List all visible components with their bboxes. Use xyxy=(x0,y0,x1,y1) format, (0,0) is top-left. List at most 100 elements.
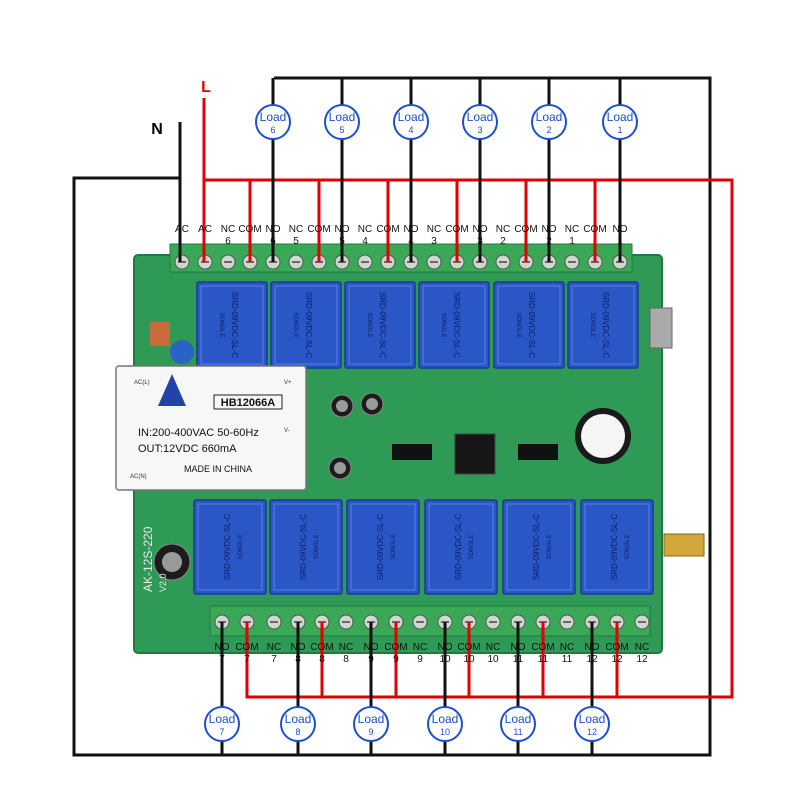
load-number: 12 xyxy=(587,727,597,737)
module-model-box xyxy=(213,394,283,410)
antenna-connector xyxy=(663,533,705,557)
bottom-terminal-num: 9 xyxy=(417,654,423,665)
bottom-terminal-name: COM xyxy=(531,642,554,653)
bottom-terminal-name: COM xyxy=(235,642,258,653)
load-number: 3 xyxy=(477,125,482,135)
module-output-spec: OUT:12VDC 660mA xyxy=(138,443,237,455)
top-terminal-name: COM xyxy=(307,224,330,235)
top-terminal-num: 3 xyxy=(431,236,437,247)
top-terminal-num: 1 xyxy=(569,236,575,247)
bottom-terminal-num: 11 xyxy=(562,654,573,665)
top-terminal-num: 4 xyxy=(408,236,414,247)
bottom-terminal-name: NO xyxy=(585,642,600,653)
relay: SRD-09VDC-SL-C SONGLE xyxy=(580,499,654,595)
relay-part-label: SRD-09VDC-SL-C xyxy=(378,292,387,358)
bottom-terminal-num: 12 xyxy=(586,654,598,665)
load-label: Load xyxy=(260,110,287,124)
relay-brand-label: SONGLE xyxy=(440,312,446,337)
load-label: Load xyxy=(329,110,356,124)
relay-face xyxy=(497,285,561,365)
live-label: L xyxy=(201,79,211,96)
usb-port xyxy=(649,307,673,349)
top-terminal-name: COM xyxy=(583,224,606,235)
bottom-terminal-name: NC xyxy=(267,642,281,653)
top-terminal-name: COM xyxy=(514,224,537,235)
load-circle xyxy=(255,104,291,140)
load-label: Load xyxy=(285,712,312,726)
relay-face xyxy=(428,503,494,591)
top-terminal-num: 6 xyxy=(270,236,276,247)
module-pin-vminus: V- xyxy=(284,428,290,434)
top-terminal-num: 2 xyxy=(546,236,552,247)
load-number: 6 xyxy=(270,125,275,135)
relay-face xyxy=(584,503,650,591)
ic-chip xyxy=(518,444,558,460)
load-label: Load xyxy=(358,712,385,726)
bottom-terminal-num: 9 xyxy=(368,654,374,665)
bottom-terminal-num: 7 xyxy=(244,654,250,665)
relay-body xyxy=(418,281,490,369)
bottom-terminal-num: 8 xyxy=(295,654,301,665)
bottom-terminal-name: COM xyxy=(605,642,628,653)
relay-brand-label: SONGLE xyxy=(625,534,631,559)
load-number: 8 xyxy=(295,727,300,737)
capacitor-top xyxy=(162,552,182,572)
bottom-terminal-name: COM xyxy=(384,642,407,653)
bottom-terminal-num: 10 xyxy=(463,654,475,665)
top-terminal-name: NO xyxy=(335,224,350,235)
bottom-terminal-name: NO xyxy=(215,642,230,653)
top-terminal-num: 6 xyxy=(225,236,231,247)
load-circle xyxy=(393,104,429,140)
relay-face xyxy=(348,285,412,365)
module-origin: MADE IN CHINA xyxy=(184,464,252,474)
bottom-terminal-num: 11 xyxy=(513,654,524,665)
relay-body xyxy=(424,499,498,595)
load-label: Load xyxy=(209,712,236,726)
x-capacitor xyxy=(170,340,194,364)
relay-brand-label: SONGLE xyxy=(589,312,595,337)
relay-body xyxy=(344,281,416,369)
top-terminal-name: AC xyxy=(175,224,189,235)
module-input-spec: IN:200-400VAC 50-60Hz xyxy=(138,427,259,439)
relay-brand-label: SONGLE xyxy=(391,534,397,559)
relay-face xyxy=(273,503,339,591)
top-terminal-name: NC xyxy=(289,224,303,235)
relay-body xyxy=(580,499,654,595)
relay-face xyxy=(422,285,486,365)
bottom-terminal-name: NC xyxy=(486,642,500,653)
top-terminal-name: NO xyxy=(266,224,281,235)
top-terminal-name: NC xyxy=(358,224,372,235)
relay-body xyxy=(567,281,639,369)
load-number: 5 xyxy=(339,125,344,135)
bottom-terminal-num: 9 xyxy=(393,654,399,665)
load-label: Load xyxy=(579,712,606,726)
bottom-terminal-num: 11 xyxy=(538,654,549,665)
relay-part-label: SRD-09VDC-SL-C xyxy=(610,514,619,580)
load-number: 4 xyxy=(408,125,413,135)
relay-body xyxy=(502,499,576,595)
top-terminal-name: NO xyxy=(613,224,628,235)
relay-board: SRD-09VDC-SL-C SONGLE SRD-09VDC-SL-C SONGLE… xyxy=(115,243,705,654)
module-pin-acn: AC(N) xyxy=(130,474,147,480)
load-circle xyxy=(574,706,610,742)
relay-face xyxy=(506,503,572,591)
load-label: Load xyxy=(607,110,634,124)
relay-face xyxy=(571,285,635,365)
load-label: Load xyxy=(505,712,532,726)
module-pin-vplus: V+ xyxy=(284,380,292,386)
relay-face xyxy=(350,503,416,591)
